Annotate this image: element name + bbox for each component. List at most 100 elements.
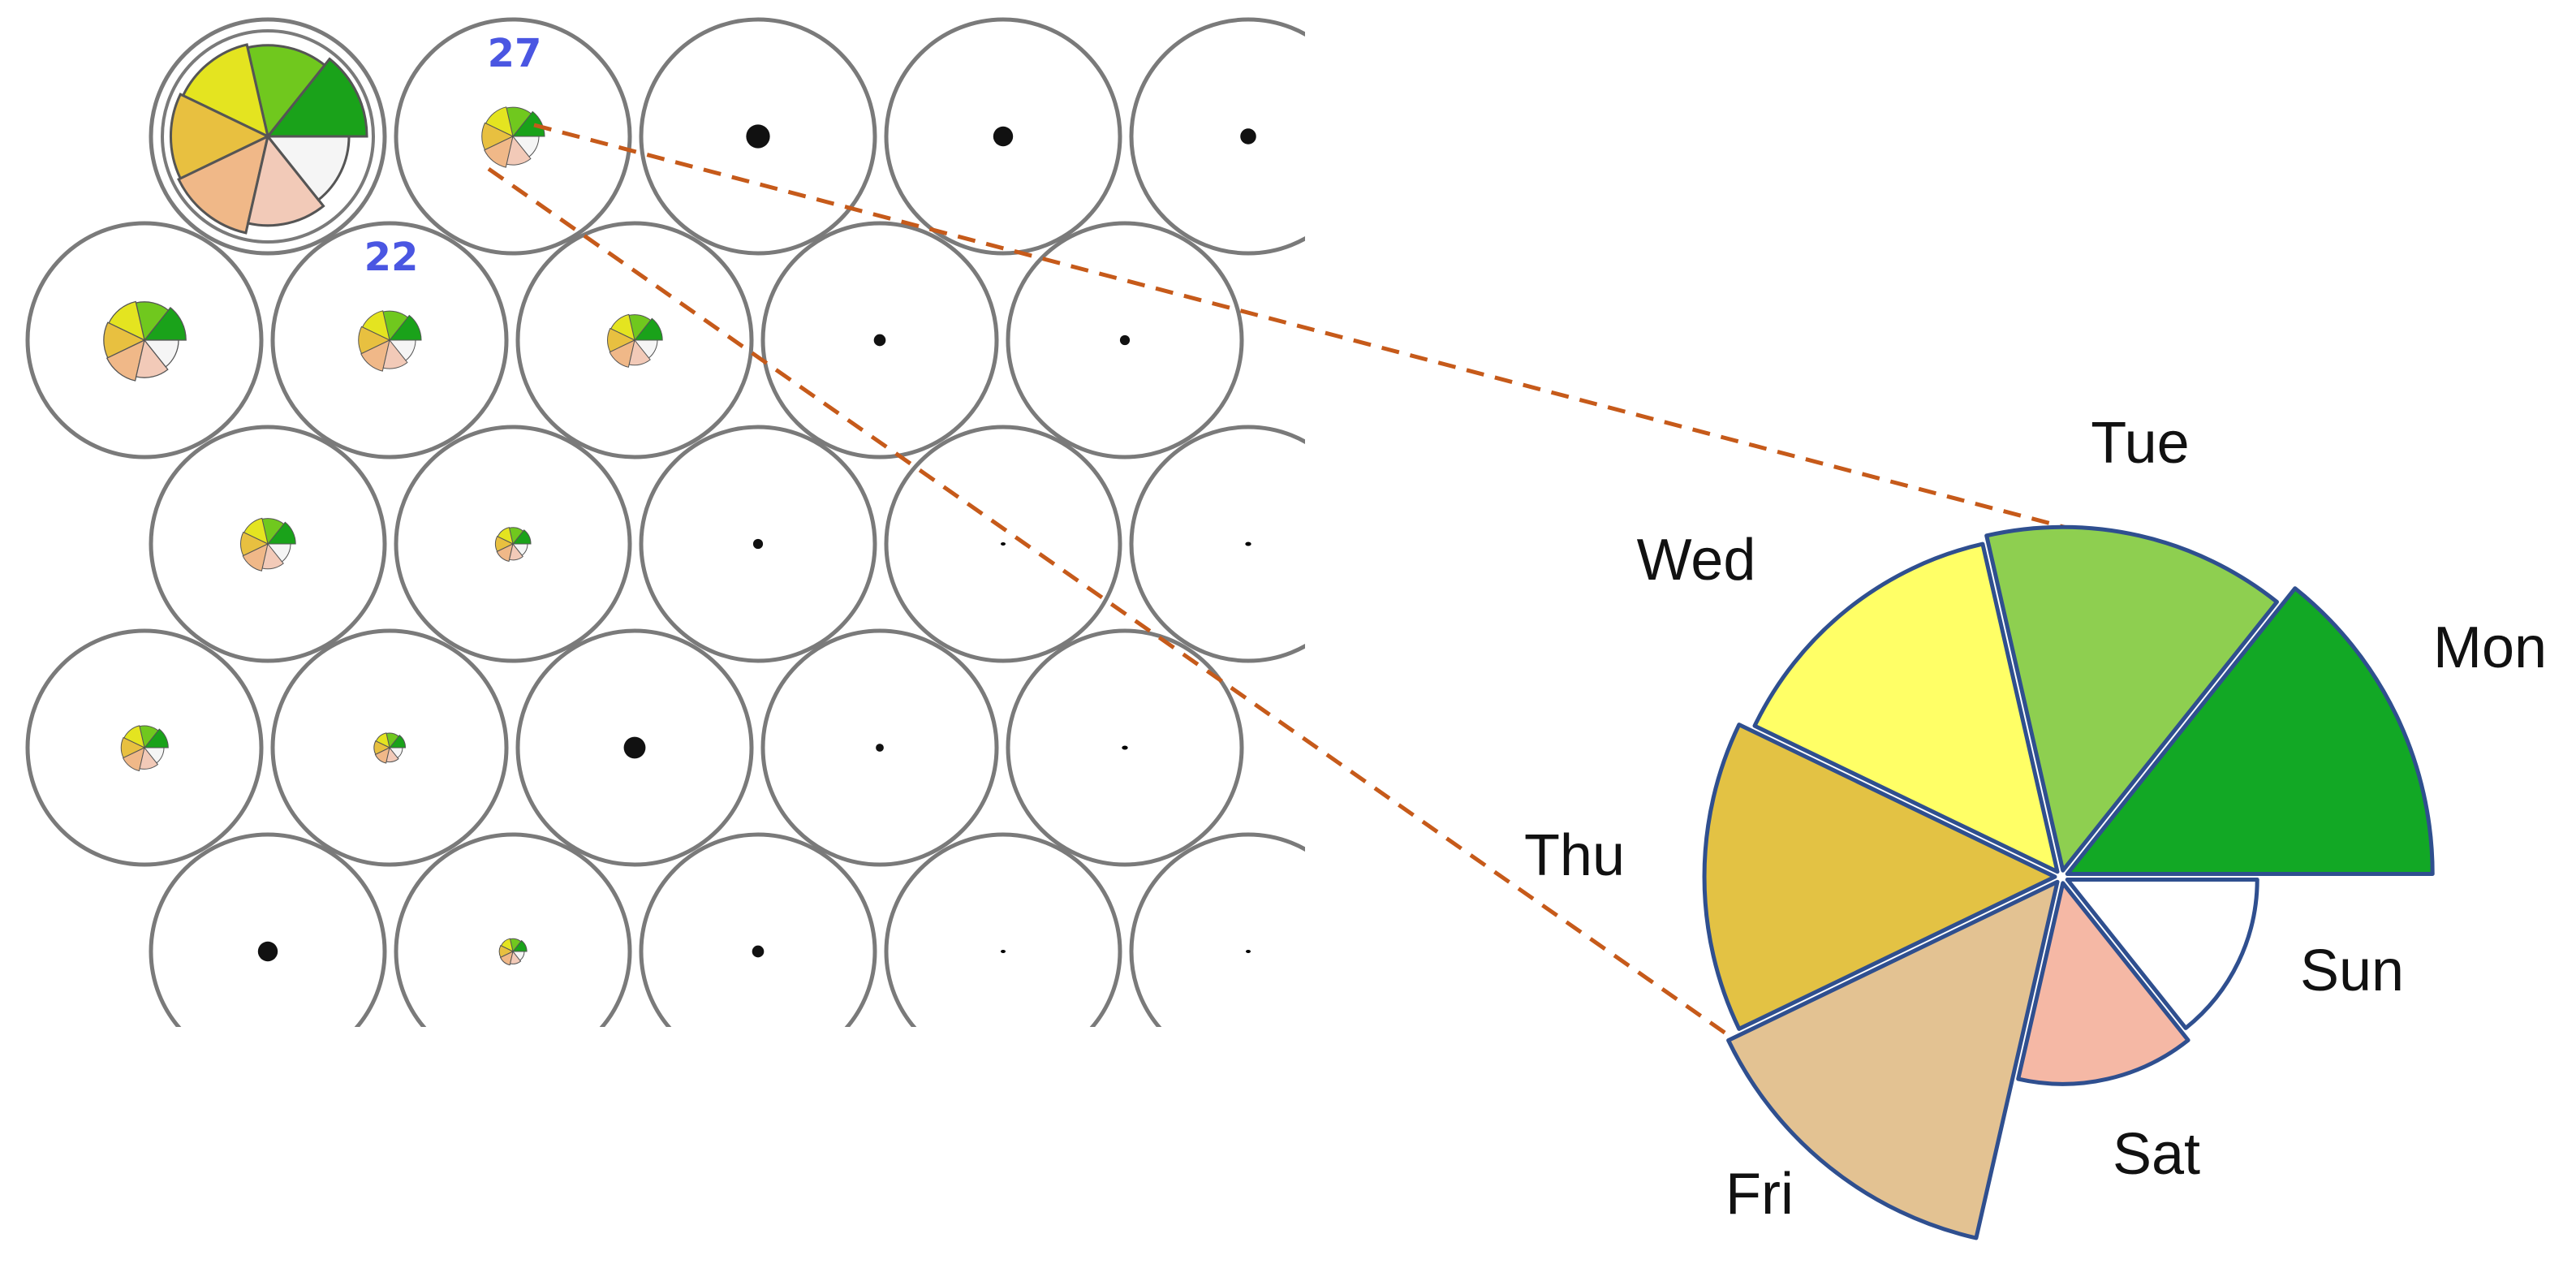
callout-line-bottom (487, 166, 1745, 1048)
grid-cell-r1-c0 (25, 221, 264, 459)
mini-wedge-sun (511, 543, 528, 556)
grid-cell-r3-c0 (25, 628, 264, 867)
grid-cell-r4-c4 (1129, 832, 1305, 1027)
grid-cell-r1-c3 (760, 221, 999, 459)
grid-cell-r0-c2 (639, 17, 877, 256)
grid-cell-r1-c4 (1006, 221, 1244, 459)
mini-wedge-sun (511, 136, 540, 157)
pie-wedge-fri (1726, 879, 2060, 1240)
cell-count-label-1: 22 (364, 235, 419, 280)
mini-wedge-sat (135, 339, 169, 378)
grid-cell-r2-c0 (149, 425, 387, 663)
grid-cell-r2-c2 (639, 425, 877, 663)
mini-wedge-fri (609, 339, 635, 368)
zoom-callout-lines (487, 123, 2104, 1048)
mini-wedge-sun (143, 339, 179, 368)
grid-cell-r3-c1 (270, 628, 509, 867)
mini-wedge-thu (169, 93, 271, 180)
mini-wedge-sun (266, 543, 291, 563)
grid-circle (394, 832, 632, 1027)
day-label-wed: Wed (1637, 528, 1756, 593)
mini-wedge-sun (265, 135, 351, 202)
grid-circle (149, 832, 387, 1027)
mini-wedge-sat (382, 339, 408, 369)
pie-wedge-mon (2065, 586, 2435, 877)
grid-circle (1129, 832, 1305, 1027)
grid-cell-r4-c2 (639, 832, 877, 1027)
mini-wedge-mon (265, 57, 368, 138)
grid-cell-r3-c4 (1006, 628, 1244, 867)
day-label-sat: Sat (2113, 1122, 2200, 1187)
cell-count-label-0: 27 (488, 31, 542, 76)
grid-cell-r4-c3 (884, 832, 1122, 1027)
mini-wedge-fri (242, 543, 269, 572)
mini-wedge-sun (388, 747, 403, 759)
grid-cell-r1-c2 (515, 221, 754, 459)
mini-wedge-mon (511, 939, 528, 952)
callout-line-top (533, 123, 2104, 540)
mini-wedge-sat (506, 135, 532, 166)
mini-wedge-fri (484, 136, 514, 168)
mini-wedge-fri (496, 543, 514, 562)
mini-dot (1119, 334, 1131, 346)
mini-wedge-mon (388, 734, 407, 748)
mini-dot (1245, 541, 1251, 546)
highlight-ring (161, 29, 375, 244)
grid-cell-r0-c1 (394, 17, 632, 256)
mini-wedge-sun (388, 339, 416, 361)
mini-wedge-mon (388, 314, 422, 341)
mini-dot (1001, 542, 1006, 546)
mini-wedge-sat (510, 950, 522, 964)
grid-circle (884, 832, 1122, 1027)
mini-wedge-mon (266, 521, 296, 545)
mini-wedge-mon (511, 529, 532, 545)
mini-wedge-mon (511, 110, 545, 137)
grid-cell-r4-c0 (149, 832, 387, 1027)
mini-wedge-fri (374, 747, 390, 764)
grid-circle (1129, 17, 1305, 256)
day-label-sun: Sun (2300, 938, 2404, 1003)
mini-wedge-sun (143, 747, 165, 764)
mini-dot (993, 126, 1014, 147)
mini-dot (746, 124, 770, 149)
mini-wedge-mon (143, 306, 187, 341)
mini-wedge-fri (177, 134, 270, 235)
mini-wedge-sun (633, 339, 658, 359)
pie-wedge-wed (1752, 541, 2060, 874)
mini-wedge-sat (386, 746, 399, 763)
mini-dot (873, 334, 886, 347)
grid-cell-r3-c3 (760, 628, 999, 867)
grid-cell-r4-c1 (394, 832, 632, 1027)
grid-cell-r2-c4 (1129, 425, 1305, 663)
day-label-tue: Tue (2091, 411, 2189, 476)
mini-dot (752, 538, 764, 550)
grid-cell-r2-c1 (394, 425, 632, 663)
mini-wedge-sun (511, 951, 525, 961)
mini-dot (1246, 950, 1251, 953)
mini-wedge-fri (106, 339, 145, 382)
grid-cell-r0-c4 (1129, 17, 1305, 256)
day-label-fri: Fri (1725, 1162, 1794, 1227)
mini-wedge-sat (509, 542, 524, 561)
mini-wedge-fri (499, 951, 514, 966)
mini-dot (257, 941, 278, 962)
mini-wedge-sat (628, 339, 651, 366)
pie-wedge-sun (2065, 877, 2259, 1030)
mini-wedge-mon (633, 317, 663, 341)
grid-cell-r0-c0 (149, 17, 387, 256)
grid-cell-r1-c1 (270, 221, 509, 459)
day-label-thu: Thu (1524, 823, 1625, 888)
mini-wedge-sat (139, 746, 159, 770)
mini-wedge-fri (122, 747, 145, 772)
mini-dot (876, 744, 884, 752)
pie-wedge-sat (2016, 881, 2190, 1086)
mini-wedge-tue (246, 44, 327, 140)
mini-dot (1122, 745, 1128, 750)
grid-circle (1129, 425, 1305, 663)
grid-circle (639, 832, 877, 1027)
mini-wedge-wed (181, 43, 270, 139)
grid-cell-r3-c2 (515, 628, 754, 867)
mini-wedge-sat (261, 542, 284, 570)
